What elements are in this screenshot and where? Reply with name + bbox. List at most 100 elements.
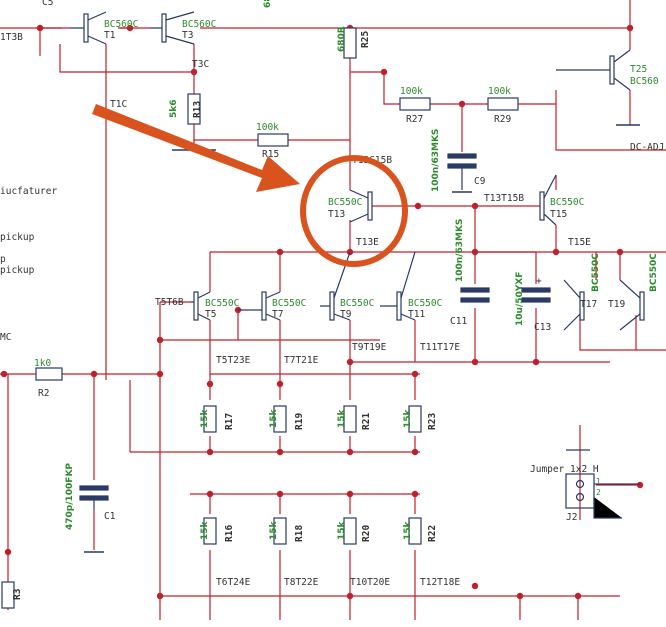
c13-ref: C13: [534, 322, 551, 333]
transistor-t15: [539, 174, 557, 226]
t25-ref: T25: [630, 64, 647, 75]
r23-value: 15k: [403, 408, 413, 428]
r16-ref: R16: [224, 525, 235, 542]
left-label-p: p: [0, 254, 6, 265]
jumper-j2: [565, 449, 640, 519]
transistor-t19: [619, 279, 645, 331]
net-t10t20e: T10T20E: [350, 577, 390, 588]
r29-ref: R29: [494, 114, 511, 125]
r15-value: 100k: [256, 122, 279, 133]
c13-polarity: +: [536, 276, 542, 287]
t17-value: BC550C: [591, 253, 601, 292]
left-label-pickup2: pickup: [0, 265, 35, 276]
net-t15e: T15E: [568, 237, 591, 248]
r13-ref: R13: [192, 101, 203, 118]
t13-value: BC550C: [328, 197, 362, 208]
t19-value: BC550C: [649, 253, 659, 292]
transistor-t5: [190, 291, 211, 321]
highlight-circle-icon: [300, 155, 408, 267]
r21-ref: R21: [361, 413, 372, 430]
r15-ref: R15: [262, 149, 279, 160]
j2-ref: J2: [566, 512, 577, 523]
transistor-t7: [238, 291, 281, 321]
t1-value: BC560C: [104, 19, 138, 30]
t9-value: BC550C: [340, 298, 374, 309]
partial-top-value: 68: [263, 0, 273, 8]
t9-ref: T9: [340, 309, 352, 320]
net-t3c: T3C: [192, 59, 209, 70]
t7-value: BC550C: [272, 298, 306, 309]
net-t7t21e: T7T21E: [284, 355, 319, 366]
r22-value: 15k: [403, 520, 413, 540]
net-dc-adj: DC-ADJ: [630, 142, 664, 153]
net-t8t22e: T8T22E: [284, 577, 319, 588]
r13-value: 5k6: [169, 99, 179, 118]
t3-value: BC560C: [182, 19, 216, 30]
r18-ref: R18: [294, 525, 305, 542]
r25-ref: R25: [360, 31, 371, 48]
c9-value: 100n/63MKS: [431, 129, 441, 192]
transistor-t11: [380, 251, 416, 321]
j2-pin1: 1: [596, 477, 601, 486]
t5-ref: T5: [205, 309, 216, 320]
labels: 1T3B C5 iucfaturer pickup p pickup MC BC…: [0, 0, 664, 600]
r3-ref: R3: [12, 588, 23, 600]
net-t13e: T13E: [356, 237, 379, 248]
left-label-mc: MC: [0, 332, 11, 343]
t5-value: BC550C: [205, 298, 239, 309]
net-t5t6b: T5T6B: [155, 297, 184, 308]
t11-value: BC550C: [408, 298, 442, 309]
r29-value: 100k: [488, 86, 511, 97]
c9-ref: C9: [474, 176, 486, 187]
arrow-icon: [92, 104, 300, 192]
r18-value: 15k: [269, 520, 279, 540]
net-t11t17e: T11T17E: [420, 342, 460, 353]
r22-ref: R22: [427, 525, 438, 542]
left-label-pickup1: pickup: [0, 232, 35, 243]
j2-pin2: 2: [596, 488, 601, 497]
t11-ref: T11: [408, 309, 425, 320]
transistor-t9: [320, 251, 351, 321]
resistors: [1, 27, 640, 609]
capacitors: [79, 153, 551, 553]
net-t6t24e: T6T24E: [216, 577, 251, 588]
net-t13t15b: T13T15B: [484, 193, 524, 204]
transistor-t25: [556, 49, 631, 91]
r19-ref: R19: [294, 413, 305, 430]
r27-value: 100k: [400, 86, 423, 97]
r20-ref: R20: [361, 525, 372, 542]
c1-value: 470p/100FKP: [65, 463, 75, 530]
r17-ref: R17: [224, 413, 235, 430]
r25-value: 680R: [337, 26, 347, 52]
t15-ref: T15: [550, 209, 567, 220]
net-t1c: T1C: [110, 99, 127, 110]
c11-value: 100n/63MKS: [455, 219, 465, 282]
t1-ref: T1: [104, 30, 116, 41]
c11-ref: C11: [450, 316, 467, 327]
left-label-t3b: 1T3B: [0, 32, 23, 43]
t25-value: BC560: [630, 76, 659, 87]
transistor-t1: [70, 11, 107, 45]
r2-value: 1k0: [34, 358, 51, 369]
annotation: [92, 104, 408, 267]
transistor-t13: [349, 189, 373, 223]
t7-ref: T7: [272, 309, 283, 320]
junction-dots: [0, 24, 644, 600]
t13-ref: T13: [328, 209, 345, 220]
r20-value: 15k: [337, 520, 347, 540]
r16-value: 15k: [200, 520, 210, 540]
r23-ref: R23: [427, 413, 438, 430]
t17-ref: T17: [580, 299, 597, 310]
r17-value: 15k: [200, 408, 210, 428]
c5-ref: C5: [42, 0, 53, 8]
transistor-t17: [563, 279, 585, 331]
t19-ref: T19: [608, 299, 625, 310]
r27-ref: R27: [406, 114, 423, 125]
net-t9t19e: T9T19E: [352, 342, 387, 353]
j2-value: Jumper 1x2 H: [530, 464, 599, 475]
t15-value: BC550C: [550, 197, 584, 208]
r19-value: 15k: [269, 408, 279, 428]
r2-ref: R2: [38, 388, 49, 399]
